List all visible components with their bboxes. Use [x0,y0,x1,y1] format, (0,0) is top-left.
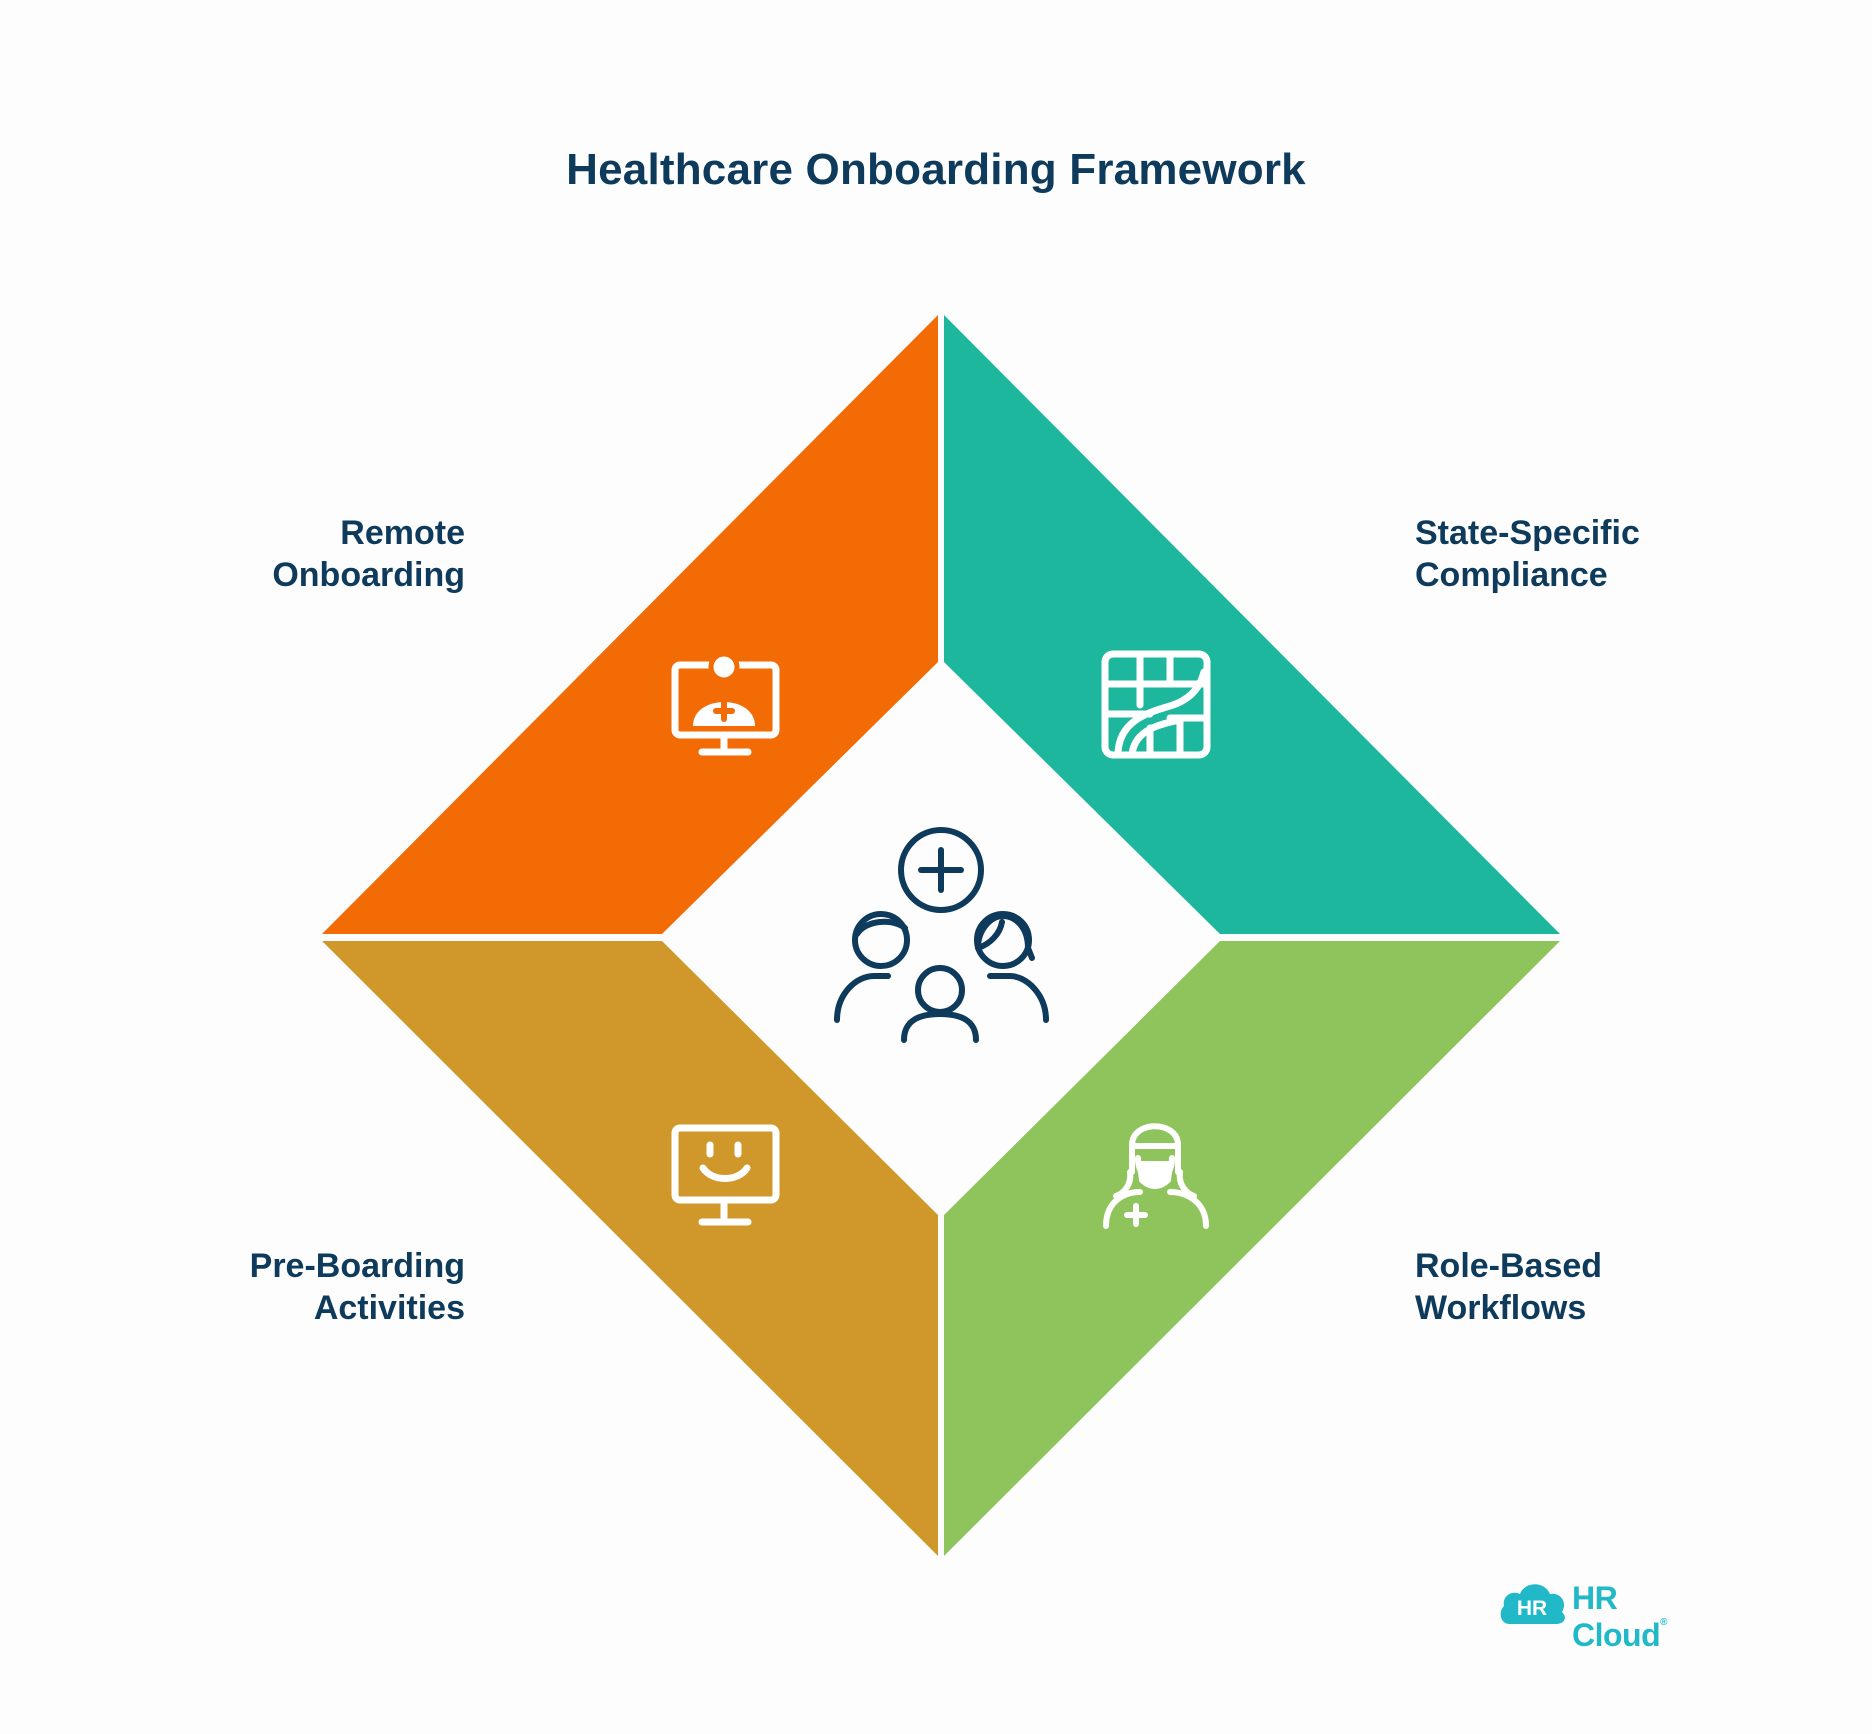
telehealth-monitor-icon [671,651,780,756]
state-map-icon [1101,650,1211,759]
label-line: Onboarding [272,556,465,594]
label-line: Pre-Boarding [249,1247,465,1285]
quadrant-role-workflows [944,941,1560,1556]
label-line: Role-Based [1415,1247,1603,1285]
logo-wordmark: HR Cloud® [1572,1580,1716,1654]
label-remote-onboarding: Remote Onboarding [145,512,465,596]
quadrant-pre-boarding [322,941,938,1556]
healthcare-team-icon [834,827,1049,1043]
smiley-monitor-icon [671,1124,780,1226]
label-line: Compliance [1415,556,1608,594]
nurse-icon [1103,1123,1209,1229]
label-line: State-Specific [1415,514,1640,552]
diagram-title: Healthcare Onboarding Framework [566,145,1306,194]
logo-badge-text: HR [1517,1597,1547,1620]
hr-cloud-logo: HR HR Cloud® [1496,1572,1716,1653]
label-state-compliance: State-Specific Compliance [1415,512,1735,596]
label-line: Remote [340,514,465,552]
label-line: Activities [313,1289,465,1327]
quadrant-state-compliance [944,315,1560,934]
label-line: Workflows [1415,1289,1587,1327]
label-role-workflows: Role-Based Workflows [1415,1245,1735,1329]
label-pre-boarding: Pre-Boarding Activities [145,1245,465,1329]
logo-registered-mark: ® [1660,1617,1668,1628]
cloud-logo-icon: HR [1500,1584,1565,1624]
quadrant-remote-onboarding [322,315,938,934]
logo-text: HR Cloud [1572,1580,1661,1653]
